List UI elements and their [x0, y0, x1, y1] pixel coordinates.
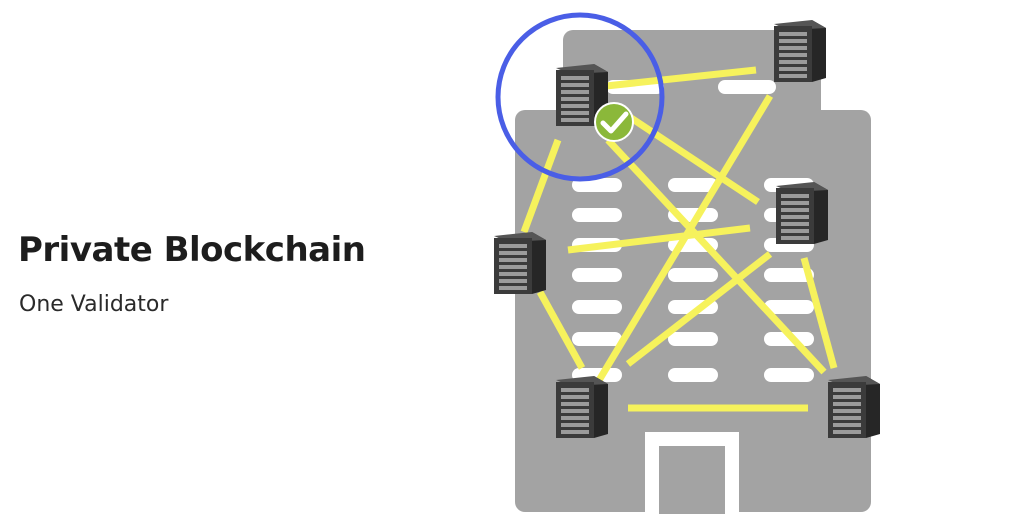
page-subtitle: One Validator	[19, 292, 169, 317]
check-badge-icon	[594, 102, 634, 142]
connection-line	[605, 137, 827, 375]
connection-line	[614, 105, 760, 205]
page-title: Private Blockchain	[18, 230, 366, 270]
network-connections	[520, 66, 838, 412]
server-icon	[494, 232, 546, 294]
server-icon	[828, 376, 880, 438]
connection-line	[625, 251, 773, 367]
connection-line	[536, 290, 586, 370]
validator-ring	[495, 12, 665, 182]
connection-line	[800, 257, 838, 369]
connection-line	[567, 224, 751, 254]
server-icon	[774, 20, 826, 82]
connection-line	[605, 66, 757, 90]
server-icon	[556, 376, 608, 438]
connection-line	[520, 138, 562, 234]
server-icon	[776, 182, 828, 244]
